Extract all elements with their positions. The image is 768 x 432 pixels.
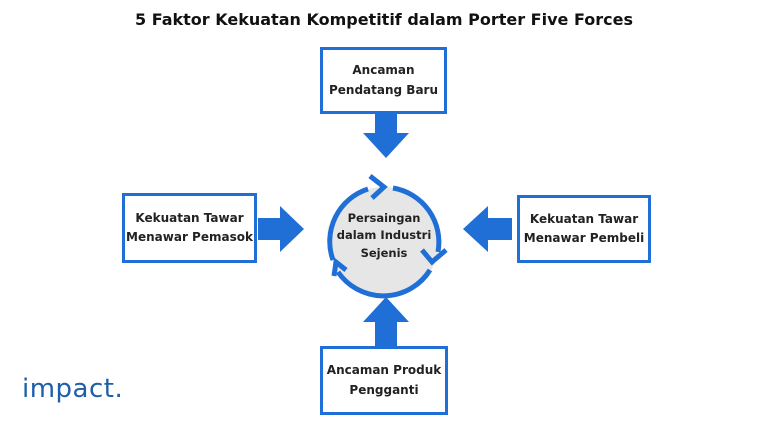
box-line: Kekuatan Tawar [529, 211, 639, 226]
cycle-arrows-icon [327, 174, 448, 299]
impact-logo: impact. [22, 374, 124, 404]
box-line: Pendatang Baru [328, 82, 438, 97]
diagram-title: 5 Faktor Kekuatan Kompetitif dalam Porte… [135, 10, 633, 29]
box-line: Menawar Pemasok [126, 230, 253, 244]
center-line: Persaingan [347, 211, 421, 225]
box-line: Pengganti [349, 382, 419, 397]
box-line: Menawar Pembeli [523, 231, 645, 245]
box-line: Kekuatan Tawar [135, 210, 244, 225]
center-line: Sejenis [360, 245, 408, 260]
arrow-right-icon [258, 206, 304, 252]
box-line: Ancaman Produk [326, 363, 442, 378]
center-circle [329, 187, 439, 297]
center-line: dalam Industri [336, 228, 432, 243]
arrow-down-icon [363, 113, 409, 158]
box-line: Ancaman [352, 63, 415, 78]
arrow-left-icon [463, 206, 512, 252]
center-label: Persaingan dalam Industri Sejenis [334, 210, 434, 262]
arrow-up-icon [363, 297, 409, 346]
